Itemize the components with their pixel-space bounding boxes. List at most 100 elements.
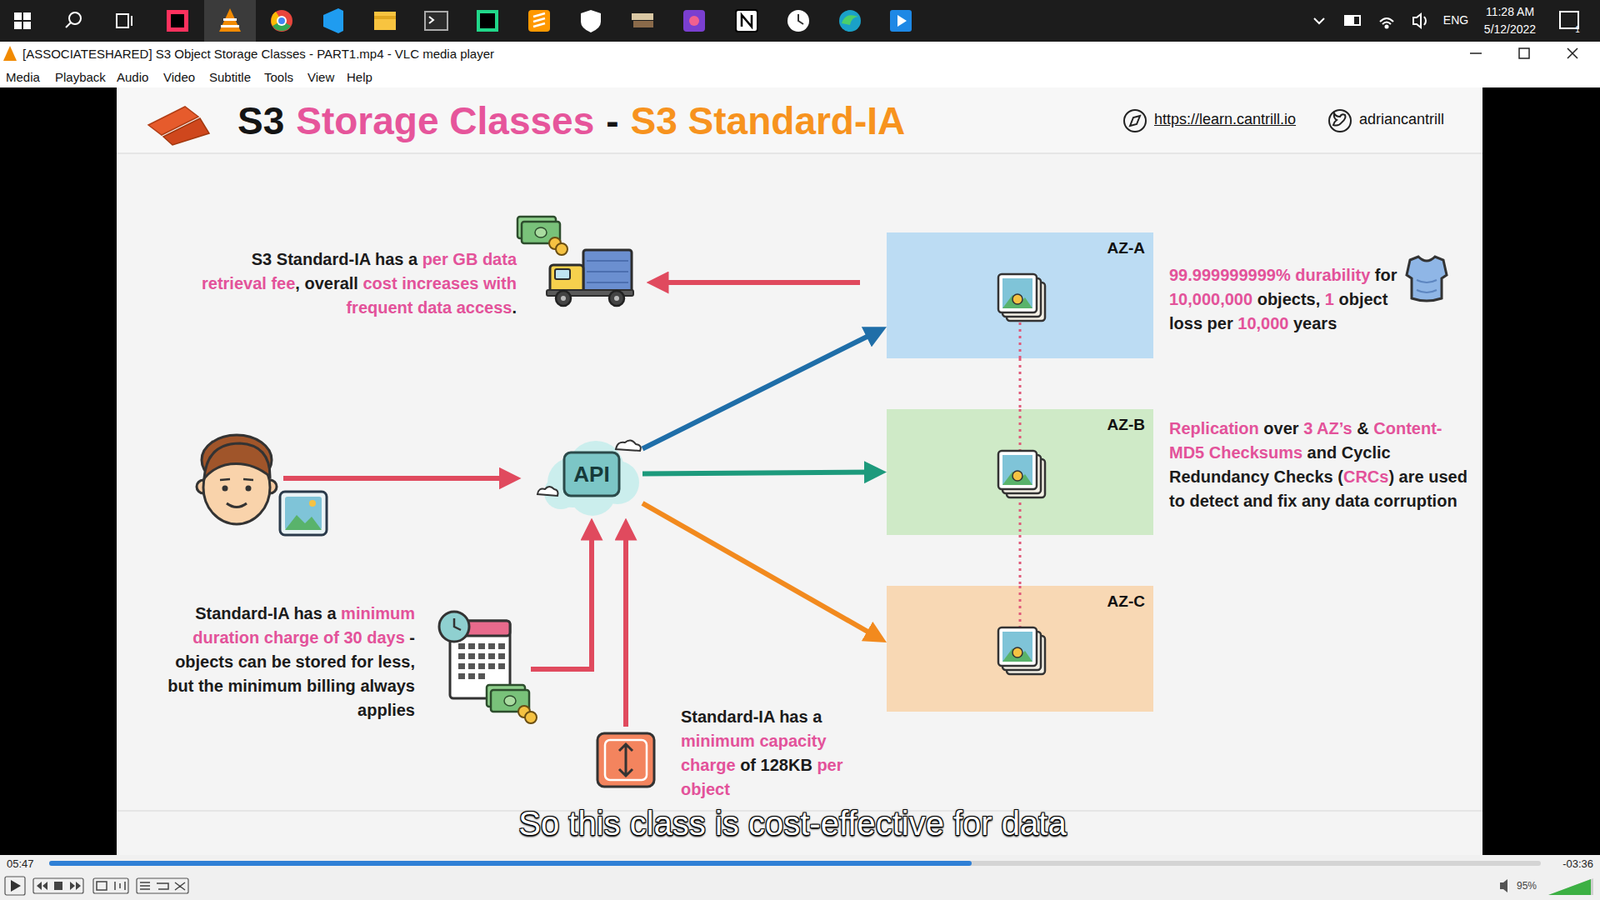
compass-icon: [1124, 110, 1146, 132]
menu-item: Help: [346, 70, 373, 85]
twitter-icon: [1333, 113, 1346, 126]
clock-icon: [787, 10, 810, 32]
title-text: -: [605, 98, 619, 144]
browser-icon: [839, 10, 861, 32]
player-icon: [897, 15, 907, 27]
zone-label: AZ-C: [1107, 592, 1145, 611]
player-controls: [5, 876, 25, 895]
player-controls: [115, 881, 125, 890]
menu-item: View: [307, 70, 335, 85]
folder-icon: [374, 11, 396, 30]
note-text: .: [511, 298, 517, 317]
player-controls: [36, 881, 81, 890]
calendar-icon: [468, 673, 475, 680]
player-controls: [5, 876, 189, 895]
api-label: API: [573, 461, 610, 488]
player-controls: [49, 860, 1541, 866]
title-text: S3 Standard-IA: [630, 98, 906, 144]
calendar-icon: [498, 643, 505, 650]
player-controls: [136, 878, 189, 894]
menu-item: Media: [5, 70, 40, 85]
calendar-icon: [458, 673, 465, 680]
calendar-icon: [488, 643, 495, 650]
resize-icon: [597, 733, 655, 787]
api-endpoint: API: [540, 432, 643, 516]
menu-item: Subtitle: [209, 70, 251, 85]
editor-icon: [528, 10, 550, 32]
app-icon: [683, 10, 705, 32]
player-controls: [49, 860, 972, 866]
shield-icon: [580, 10, 601, 33]
video-area: [0, 87, 1600, 855]
terminal-icon: [425, 11, 448, 30]
notes-icon: [741, 15, 752, 27]
player-controls: [96, 881, 185, 890]
note-text: &: [1352, 419, 1375, 438]
user-icon: [196, 435, 277, 525]
highlight-text: CRCs: [1343, 467, 1389, 486]
calendar-icon: [498, 663, 505, 670]
note-paragraph: 99.999999999% durability for 10,000,000 …: [1169, 263, 1403, 336]
search-icon: [65, 22, 71, 28]
calendar-icon: [478, 653, 485, 660]
note-paragraph: Standard-IA has a minimum duration charg…: [148, 601, 415, 723]
object-icon: [998, 274, 1037, 313]
tray-icons: [1346, 17, 1354, 24]
editor-icon: [323, 8, 344, 34]
upload-arrow: [642, 472, 876, 475]
highlight-text: 10,000,000: [1169, 290, 1253, 309]
taskview-icon: [130, 15, 133, 26]
money-icon: [525, 711, 537, 724]
calendar-icon: [498, 653, 505, 660]
object-icon: [998, 450, 1037, 490]
terminal-icon: [425, 11, 448, 30]
calendar-icon: [454, 618, 461, 630]
object-icon: [1012, 294, 1023, 305]
api-cloud: [564, 452, 620, 496]
title-text: S3: [237, 98, 285, 144]
clock-date: 5/12/2022: [1476, 22, 1544, 37]
menu-item: Audio: [116, 70, 149, 85]
window-title: [ASSOCIATESHARED] S3 Object Storage Clas…: [22, 46, 495, 62]
player-controls: [93, 878, 129, 894]
user-icon: [204, 443, 270, 479]
object-icon: [1012, 470, 1023, 481]
logo-bricks: [163, 118, 210, 145]
highlight-text: cost increases with frequent data access: [345, 274, 517, 317]
money-icon: [504, 695, 516, 706]
tray-icons: [1385, 25, 1389, 29]
photo-icon: [285, 496, 322, 530]
player-controls: [96, 881, 107, 890]
zone-label: AZ-B: [1107, 415, 1145, 435]
slide-title: S3Storage Classes-S3 Standard-IA: [237, 98, 905, 144]
window-title-bar: [1470, 48, 1578, 59]
highlight-text: 10,000: [1237, 314, 1289, 333]
note-text: Standard-IA has a: [680, 707, 822, 726]
truck-icon: [583, 250, 632, 294]
note-text: Standard-IA has a: [195, 604, 341, 623]
money-icon: [555, 243, 568, 255]
money-icon: [486, 685, 537, 724]
availability-zone-box: AZ-B: [886, 409, 1154, 535]
notes-icon: [735, 10, 758, 32]
object-icon: [1002, 278, 1033, 309]
user-icon: [245, 485, 252, 492]
search-icon: [65, 12, 81, 28]
calendar-icon: [439, 611, 470, 642]
user-icon: [222, 485, 229, 492]
replication-link: [1019, 535, 1022, 586]
clock-icon: [787, 10, 810, 32]
highlight-text: Replication: [1169, 419, 1260, 438]
taskbar: [0, 0, 1600, 42]
player-controls: [0, 855, 1600, 900]
object-icon: [1002, 631, 1033, 662]
player-controls: [54, 881, 63, 890]
calendar-icon: [488, 663, 495, 670]
app-icon: [683, 10, 705, 32]
object-icon: [1012, 647, 1023, 658]
tray-icons: [1314, 18, 1325, 24]
armor-icon: [1416, 280, 1437, 293]
calendar-icon: [458, 663, 465, 670]
subtitle-text: So this class is cost-effective for data: [292, 803, 1293, 844]
app-icon: [633, 20, 654, 28]
